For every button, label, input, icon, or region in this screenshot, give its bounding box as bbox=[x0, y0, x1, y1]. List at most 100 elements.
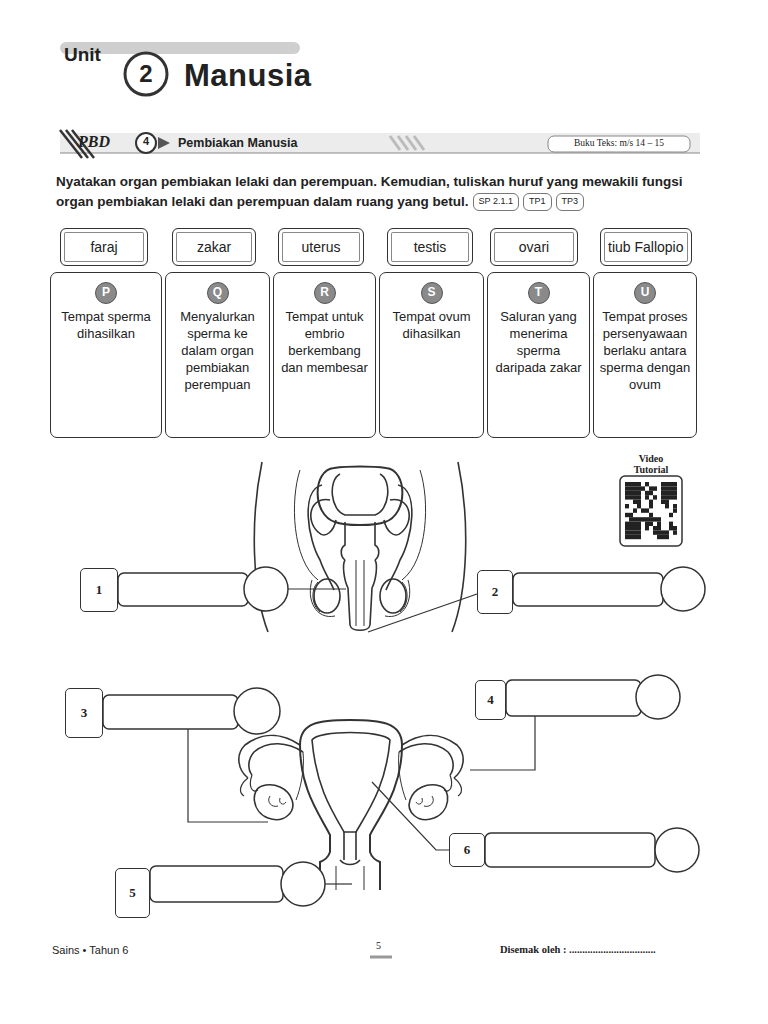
drawing-stroke bbox=[669, 522, 673, 526]
drawing-stroke bbox=[244, 567, 288, 611]
drawing-stroke bbox=[633, 482, 637, 486]
drawing-stroke bbox=[669, 486, 673, 490]
callout-number: 5 bbox=[115, 868, 150, 918]
drawing-stroke bbox=[249, 744, 303, 775]
function-box: Tempat untuk embrio berkembang dan membe… bbox=[273, 272, 376, 438]
callout-number-text: 4 bbox=[487, 692, 494, 708]
drawing-stroke bbox=[402, 470, 426, 580]
drawing-stroke bbox=[661, 567, 705, 611]
function-box: Tempat sperma dihasilkan P bbox=[50, 272, 162, 438]
drawing-stroke bbox=[313, 582, 407, 612]
answer-frames bbox=[103, 567, 705, 906]
drawing-stroke bbox=[641, 508, 645, 512]
drawing-stroke bbox=[633, 495, 637, 499]
drawing-stroke bbox=[673, 495, 677, 499]
drawing-stroke bbox=[633, 517, 637, 521]
unit-circle bbox=[125, 53, 167, 95]
drawing-stroke bbox=[629, 491, 633, 495]
drawing-stroke bbox=[341, 522, 379, 560]
drawing-stroke bbox=[633, 486, 637, 490]
letter-circle: Q bbox=[207, 282, 229, 304]
drawing-stroke bbox=[452, 462, 466, 632]
drawing-stroke bbox=[653, 526, 657, 530]
instruction-block: Nyatakan organ pembiakan lelaki dan pere… bbox=[56, 172, 706, 211]
unit-number: 2 bbox=[134, 60, 158, 88]
drawing-stroke bbox=[629, 486, 633, 490]
letter-circle: P bbox=[95, 282, 117, 304]
drawing-stroke bbox=[669, 526, 673, 530]
drawing-stroke bbox=[633, 522, 637, 526]
term-text: zakar bbox=[197, 240, 231, 255]
function-text: Menyalurkan sperma ke dalam organ pembia… bbox=[169, 309, 266, 393]
drawing-stroke bbox=[645, 522, 649, 526]
letter: U bbox=[641, 285, 650, 301]
drawing-stroke bbox=[636, 675, 680, 719]
function-box: Menyalurkan sperma ke dalam organ pembia… bbox=[165, 272, 270, 438]
callout-number: 2 bbox=[477, 570, 513, 614]
drawing-stroke bbox=[633, 526, 637, 530]
drawing-stroke bbox=[625, 526, 629, 530]
drawing-stroke bbox=[669, 491, 673, 495]
drawing-stroke bbox=[673, 504, 677, 508]
page-number: 5 bbox=[376, 940, 381, 951]
instruction: Nyatakan organ pembiakan lelaki dan pere… bbox=[56, 174, 682, 209]
term-box: zakar bbox=[172, 228, 256, 266]
drawing-stroke bbox=[485, 833, 655, 867]
drawing-stroke bbox=[661, 500, 665, 504]
drawing-stroke bbox=[390, 136, 424, 150]
drawing-stroke bbox=[655, 828, 699, 872]
drawing-stroke bbox=[239, 736, 300, 778]
drawing-stroke bbox=[665, 486, 669, 490]
drawing-stroke bbox=[673, 530, 677, 534]
drawing-stroke bbox=[649, 500, 653, 504]
term-text: faraj bbox=[90, 240, 117, 255]
term-box: ovari bbox=[490, 228, 578, 266]
callout-number-text: 1 bbox=[96, 582, 103, 598]
drawing-stroke bbox=[318, 467, 403, 526]
drawing-stroke bbox=[629, 530, 633, 534]
drawing-stroke bbox=[103, 695, 238, 729]
drawing-stroke bbox=[637, 535, 641, 539]
term-text: testis bbox=[414, 240, 447, 255]
drawing-stroke bbox=[254, 785, 292, 820]
function-box: Tempat ovum dihasilkan S bbox=[379, 272, 484, 438]
pbd-tag: PBD bbox=[78, 133, 110, 151]
drawing-stroke bbox=[641, 517, 645, 521]
drawing-stroke bbox=[649, 504, 653, 508]
drawing-stroke bbox=[653, 495, 657, 499]
drawing-stroke bbox=[669, 513, 673, 517]
function-text: Saluran yang menerima sperma daripada za… bbox=[491, 309, 586, 377]
level-badge: TP3 bbox=[556, 193, 585, 210]
drawing-stroke bbox=[661, 482, 665, 486]
drawing-stroke bbox=[158, 137, 170, 149]
checked-by: Disemak oleh : .........................… bbox=[500, 944, 656, 955]
level-badge: TP1 bbox=[523, 193, 552, 210]
drawing-stroke bbox=[665, 535, 669, 539]
drawing-stroke bbox=[513, 573, 663, 606]
leader-lines bbox=[188, 589, 535, 884]
letter: P bbox=[102, 285, 110, 301]
drawing-stroke bbox=[637, 500, 641, 504]
drawing-stroke bbox=[653, 530, 657, 534]
drawing-stroke bbox=[665, 495, 669, 499]
drawing-stroke bbox=[234, 688, 280, 734]
drawing-stroke bbox=[188, 729, 268, 822]
drawing-stroke bbox=[649, 486, 653, 490]
drawing-stroke bbox=[325, 883, 352, 884]
drawing-stroke bbox=[665, 500, 669, 504]
callout-number-text: 6 bbox=[464, 842, 471, 858]
drawing-stroke bbox=[645, 517, 649, 521]
letter: S bbox=[427, 285, 435, 301]
drawing-stroke bbox=[548, 136, 690, 152]
drawing-stroke bbox=[336, 866, 364, 890]
term-box: uterus bbox=[278, 228, 364, 266]
letter: Q bbox=[213, 285, 222, 301]
function-text: Tempat sperma dihasilkan bbox=[54, 309, 158, 343]
callout-number: 4 bbox=[475, 680, 506, 720]
drawing-stroke bbox=[625, 482, 677, 539]
drawing-stroke bbox=[625, 491, 629, 495]
drawing-stroke bbox=[402, 736, 463, 778]
function-text: Tempat ovum dihasilkan bbox=[383, 309, 480, 343]
drawing-stroke bbox=[645, 491, 649, 495]
drawing-stroke bbox=[637, 526, 641, 530]
